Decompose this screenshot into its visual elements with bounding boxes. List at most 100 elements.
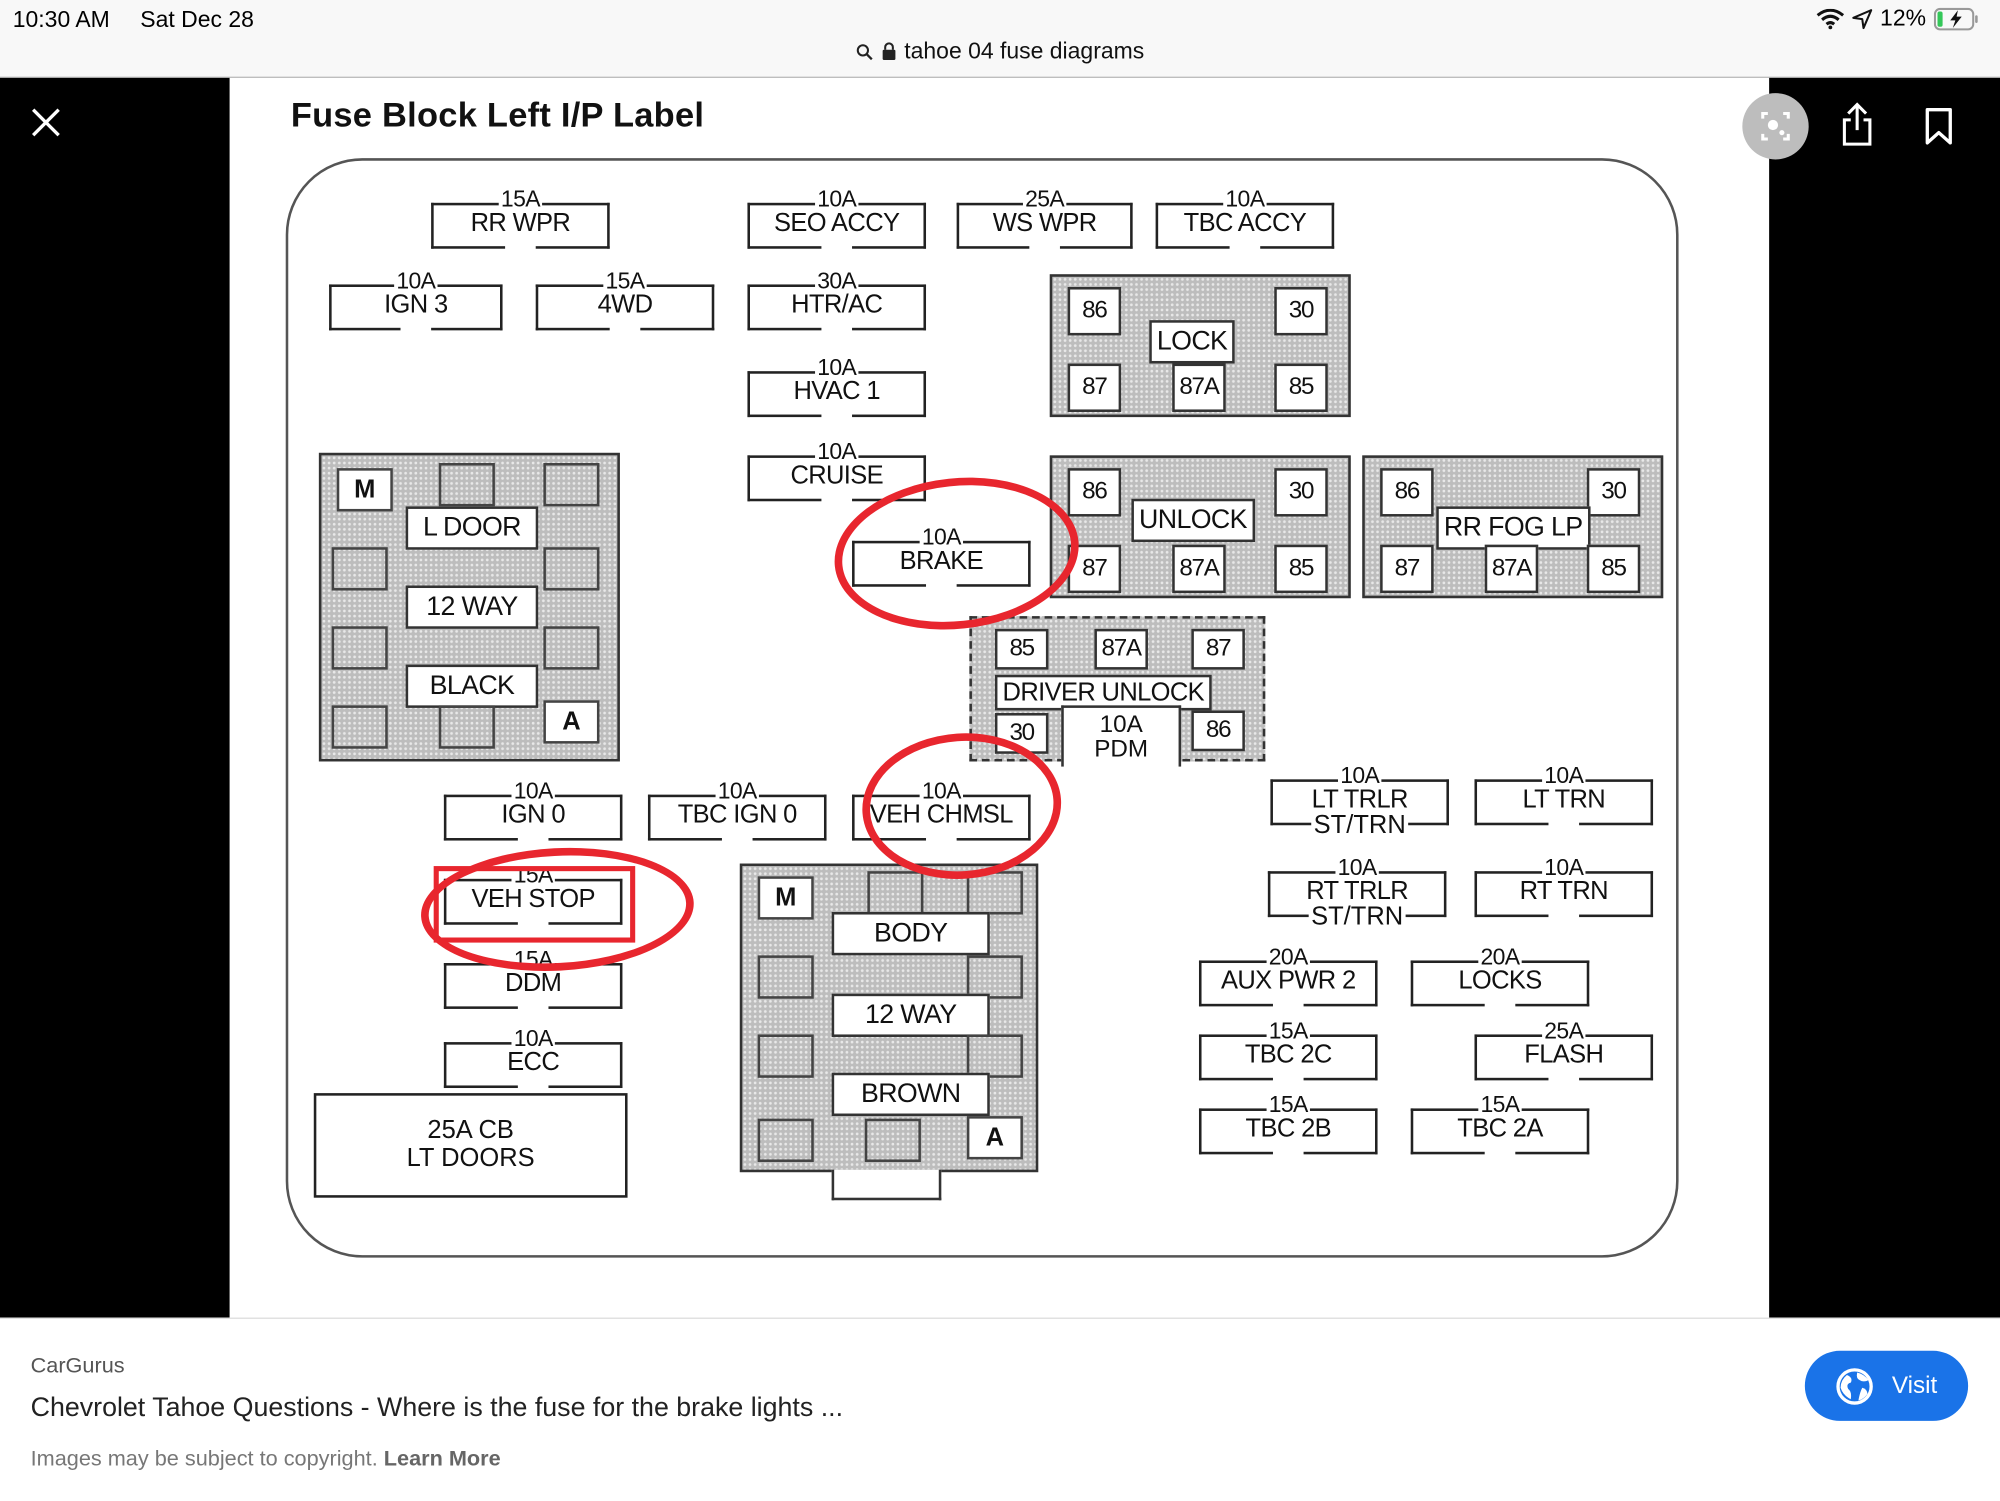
relay-pin: 86	[1380, 468, 1434, 517]
fuse-amperage: 10A	[747, 186, 926, 212]
fuse-bracket-right	[852, 455, 927, 502]
fuse-bracket-right	[1303, 960, 1378, 1007]
fuse-name: IGN 3	[329, 290, 502, 319]
fuse-amperage: 10A	[444, 1025, 623, 1052]
fuse-bracket-right	[1303, 1108, 1378, 1155]
fuse-bracket-left	[956, 202, 1030, 249]
circuit-breaker-lt-doors: 25A CB LT DOORS	[313, 1093, 628, 1198]
fuse-amperage: 25A	[957, 186, 1133, 212]
globe-icon	[1836, 1367, 1874, 1405]
fuse-name: TBC IGN 0	[648, 801, 827, 830]
lens-button[interactable]	[1742, 93, 1809, 160]
fuse-bracket-right	[1579, 1034, 1654, 1081]
connector-slot	[757, 1034, 814, 1078]
visit-button[interactable]: Visit	[1804, 1350, 1969, 1421]
relay-pin: 87A	[1484, 544, 1539, 594]
fuse-amperage: 20A	[1411, 943, 1590, 970]
system-icons: 12%	[1816, 5, 1979, 32]
fuse-bracket-left	[747, 371, 822, 418]
connector-l-door: M L DOOR 12 WAY BLACK A	[318, 452, 620, 762]
fuse-amperage: 15A	[1411, 1091, 1590, 1118]
connector-label: 12 WAY	[405, 585, 539, 629]
relay-pin: 85	[1274, 544, 1328, 594]
close-icon[interactable]	[28, 105, 64, 141]
cb-name: LT DOORS	[406, 1144, 535, 1173]
bookmark-icon[interactable]	[1923, 107, 1954, 145]
fuse-name-line2: ST/TRN	[1268, 903, 1447, 932]
fuse-bracket-left	[852, 540, 927, 587]
fuse-name: BRAKE	[852, 547, 1031, 576]
fuse-amperage: 15A	[431, 186, 610, 212]
result-caption[interactable]: Chevrolet Tahoe Questions - Where is the…	[30, 1392, 844, 1423]
connector-slot	[543, 463, 600, 507]
fuse-name: VEH STOP	[444, 885, 623, 914]
fuse-bracket-right	[1374, 779, 1449, 826]
fuse-amperage: 10A	[1099, 711, 1143, 739]
location-icon	[1852, 8, 1873, 29]
relay-pin: 30	[1586, 468, 1641, 517]
address-text: tahoe 04 fuse diagrams	[904, 38, 1145, 64]
visit-label: Visit	[1891, 1371, 1938, 1399]
fuse-name: WS WPR	[957, 209, 1133, 238]
cb-rating: 25A CB	[427, 1116, 514, 1145]
connector-slot	[331, 547, 388, 591]
fuse-amperage: 10A	[747, 354, 926, 381]
fuse-bracket-left	[329, 284, 402, 331]
fuse-amperage: 10A	[1474, 854, 1653, 881]
fuse-bracket-right	[956, 794, 1031, 841]
lens-icon	[1761, 111, 1790, 141]
fuse-name: DDM	[444, 969, 623, 998]
connector-slot	[757, 1118, 814, 1162]
fuse-bracket-right	[752, 794, 827, 841]
connector-label: BLACK	[405, 664, 539, 708]
diagram-title: Fuse Block Left I/P Label	[290, 95, 705, 134]
learn-more-link[interactable]: Learn More	[383, 1446, 501, 1471]
fuse-bracket-right	[640, 284, 715, 331]
connector-slot	[966, 871, 1023, 915]
relay-pin: 30	[994, 713, 1049, 754]
fuse-amperage: 30A	[747, 267, 926, 294]
source-name[interactable]: CarGurus	[30, 1353, 125, 1378]
connector-slot	[331, 626, 388, 670]
fuse-name: LT TRN	[1474, 785, 1653, 814]
fuse-bracket-left	[1410, 1108, 1485, 1155]
fuse-bracket-left	[747, 284, 822, 331]
fuse-block-outline	[285, 158, 1679, 1258]
address-bar[interactable]: tahoe 04 fuse diagrams	[0, 38, 2000, 65]
share-icon[interactable]	[1839, 102, 1875, 148]
fuse-name: HVAC 1	[747, 377, 926, 406]
fuse-bracket-right	[1515, 1108, 1590, 1155]
connector-slot	[864, 1118, 921, 1162]
fuse-name: HTR/AC	[747, 290, 926, 319]
fuse-name: IGN 0	[444, 801, 623, 830]
fuse-bracket-right	[852, 202, 927, 249]
fuse-bracket-left	[852, 794, 927, 841]
relay-pin: 87	[1191, 628, 1245, 670]
connector-pin-a: A	[966, 1116, 1023, 1160]
relay-pin: 87	[1380, 544, 1434, 594]
relay-pin: 85	[1274, 363, 1328, 412]
connector-label: 12 WAY	[831, 993, 990, 1037]
fuse-name: RT TRN	[1474, 877, 1653, 906]
fuse-bracket-right	[548, 1042, 623, 1089]
fuse-bracket-right	[1579, 779, 1654, 826]
relay-pin: 87	[1067, 544, 1122, 594]
fuse-name: TBC ACCY	[1156, 209, 1335, 238]
fuse-bracket-left	[1474, 1034, 1549, 1081]
relay-unlock: 86 30 UNLOCK 87 87A 85	[1049, 455, 1351, 599]
copyright-notice: Images may be subject to copyright. Lear…	[31, 1446, 501, 1472]
fuse-amperage: 10A	[648, 778, 827, 804]
relay-pin: 86	[1067, 468, 1122, 517]
fuse-bracket-left	[1474, 779, 1549, 826]
